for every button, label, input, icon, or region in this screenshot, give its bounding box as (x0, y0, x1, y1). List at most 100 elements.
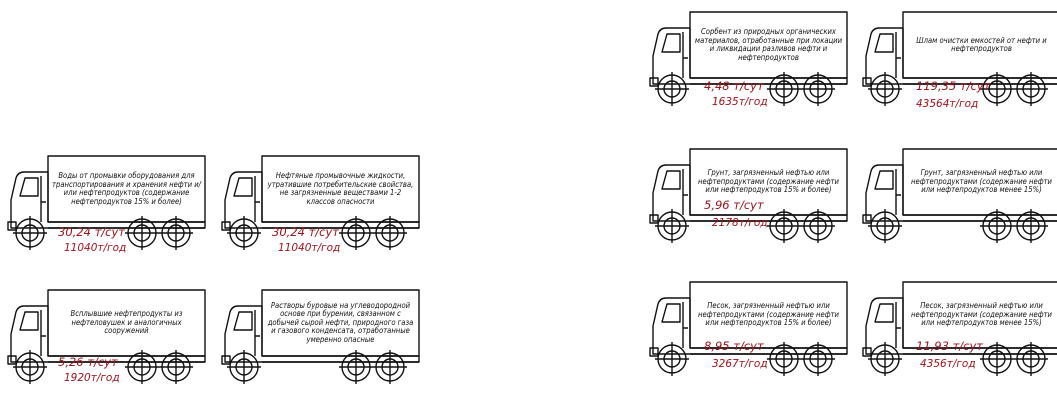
front-bumper (649, 347, 659, 357)
rear-wheel (1014, 209, 1048, 243)
front-wheel (13, 350, 47, 384)
truck-icon (862, 11, 1057, 106)
cargo-label: Шлам очистки емкостей от нефти и нефтепр… (916, 35, 1047, 53)
front-bumper (862, 347, 872, 357)
annual-rate: 11040т/год (278, 242, 341, 254)
truck-2: Нефтяные промывочные жидкости, утративши… (221, 155, 422, 256)
rear-wheel (125, 216, 159, 250)
cab-window (874, 170, 894, 190)
truck-8: Грунт, загрязненный нефтью или нефтепрод… (862, 148, 1057, 249)
cab-window (233, 311, 253, 331)
truck-cab (652, 164, 848, 222)
truck-icon (221, 155, 420, 250)
truck-cab (865, 164, 1057, 222)
truck-3: Всплывшие нефтепродукты из нефтеловушек … (7, 289, 208, 390)
front-bumper (862, 214, 872, 224)
annual-rate: 1635т/год (712, 96, 768, 108)
front-wheel (868, 209, 902, 243)
daily-rate: 119,35 т/сут (916, 79, 991, 93)
cargo-label: Песок, загрязненный нефтью или нефтепрод… (698, 301, 839, 328)
cargo-label: Песок, загрязненный нефтью или нефтепрод… (911, 301, 1052, 328)
truck-cab (224, 171, 420, 229)
cab-window (874, 303, 894, 323)
rear-wheel (801, 72, 835, 106)
truck-icon (7, 155, 206, 250)
cab-door (895, 302, 901, 348)
truck-cab (10, 171, 206, 229)
truck-cab (10, 305, 206, 363)
truck-cab (224, 305, 420, 363)
cab-door (682, 169, 688, 215)
rear-wheel (801, 209, 835, 243)
truck-cab (652, 27, 848, 85)
front-wheel (227, 216, 261, 250)
rear-wheel (1014, 72, 1048, 106)
rear-wheel (125, 350, 159, 384)
rear-wheel (767, 72, 801, 106)
rear-wheel (767, 342, 801, 376)
truck-6: Шлам очистки емкостей от нефти и нефтепр… (862, 11, 1057, 112)
cargo-label: Всплывшие нефтепродукты из нефтеловушек … (70, 309, 183, 336)
truck-cab (652, 297, 848, 355)
cab-door (682, 32, 688, 78)
daily-rate: 11,93 т/сут (916, 339, 983, 353)
front-bumper (649, 214, 659, 224)
front-wheel (655, 342, 689, 376)
cargo-label: Воды от промывки оборудования для трансп… (52, 171, 201, 206)
daily-rate: 4,48 т/сут (704, 79, 764, 93)
cargo-label: Грунт, загрязненный нефтью или нефтепрод… (698, 168, 839, 195)
cab-window (19, 177, 39, 197)
truck-icon (862, 148, 1057, 243)
truck-icon (649, 148, 848, 243)
annual-rate: 1920т/год (64, 372, 120, 384)
cab-door (40, 310, 46, 356)
cab-door (40, 176, 46, 222)
truck-cab (865, 297, 1057, 355)
annual-rate: 4356т/год (920, 358, 976, 370)
cab-window (874, 33, 894, 53)
front-bumper (221, 355, 231, 365)
cargo-label: Нефтяные промывочные жидкости, утративши… (267, 171, 414, 206)
cargo-label: Растворы буровые на углеводородной основ… (267, 300, 414, 344)
cab-window (233, 177, 253, 197)
annual-rate: 3267т/год (712, 358, 768, 370)
cab-door (895, 32, 901, 78)
cab-door (682, 302, 688, 348)
truck-icon (649, 11, 848, 106)
rear-wheel (801, 342, 835, 376)
front-wheel (13, 216, 47, 250)
truck-icon (649, 281, 848, 376)
front-wheel (655, 209, 689, 243)
truck-7: Грунт, загрязненный нефтью или нефтепрод… (649, 148, 850, 249)
cargo-label: Сорбент из природных органических матери… (694, 27, 843, 62)
rear-wheel (980, 342, 1014, 376)
rear-wheel (159, 216, 193, 250)
front-wheel (655, 72, 689, 106)
truck-9: Песок, загрязненный нефтью или нефтепрод… (649, 281, 850, 382)
cab-door (254, 310, 260, 356)
truck-icon (221, 289, 420, 384)
front-bumper (862, 77, 872, 87)
daily-rate: 5,96 т/сут (704, 198, 764, 212)
truck-icon (862, 281, 1057, 376)
front-wheel (868, 342, 902, 376)
rear-wheel (339, 350, 373, 384)
rear-wheel (980, 209, 1014, 243)
rear-wheel (159, 350, 193, 384)
annual-rate: 43564т/год (916, 98, 979, 110)
rear-wheel (339, 216, 373, 250)
cab-window (661, 170, 681, 190)
cab-window (661, 33, 681, 53)
truck-5: Сорбент из природных органических матери… (649, 11, 850, 112)
front-bumper (7, 221, 17, 231)
rear-wheel (373, 350, 407, 384)
annual-rate: 2178т/год (712, 217, 768, 229)
daily-rate: 8,95 т/сут (704, 339, 764, 353)
front-wheel (868, 72, 902, 106)
cab-window (19, 311, 39, 331)
truck-cab (865, 27, 1057, 85)
rear-wheel (1014, 342, 1048, 376)
daily-rate: 30,24 т/сут (272, 225, 339, 239)
rear-wheel (767, 209, 801, 243)
cargo-label: Грунт, загрязненный нефтью или нефтепрод… (911, 168, 1052, 195)
